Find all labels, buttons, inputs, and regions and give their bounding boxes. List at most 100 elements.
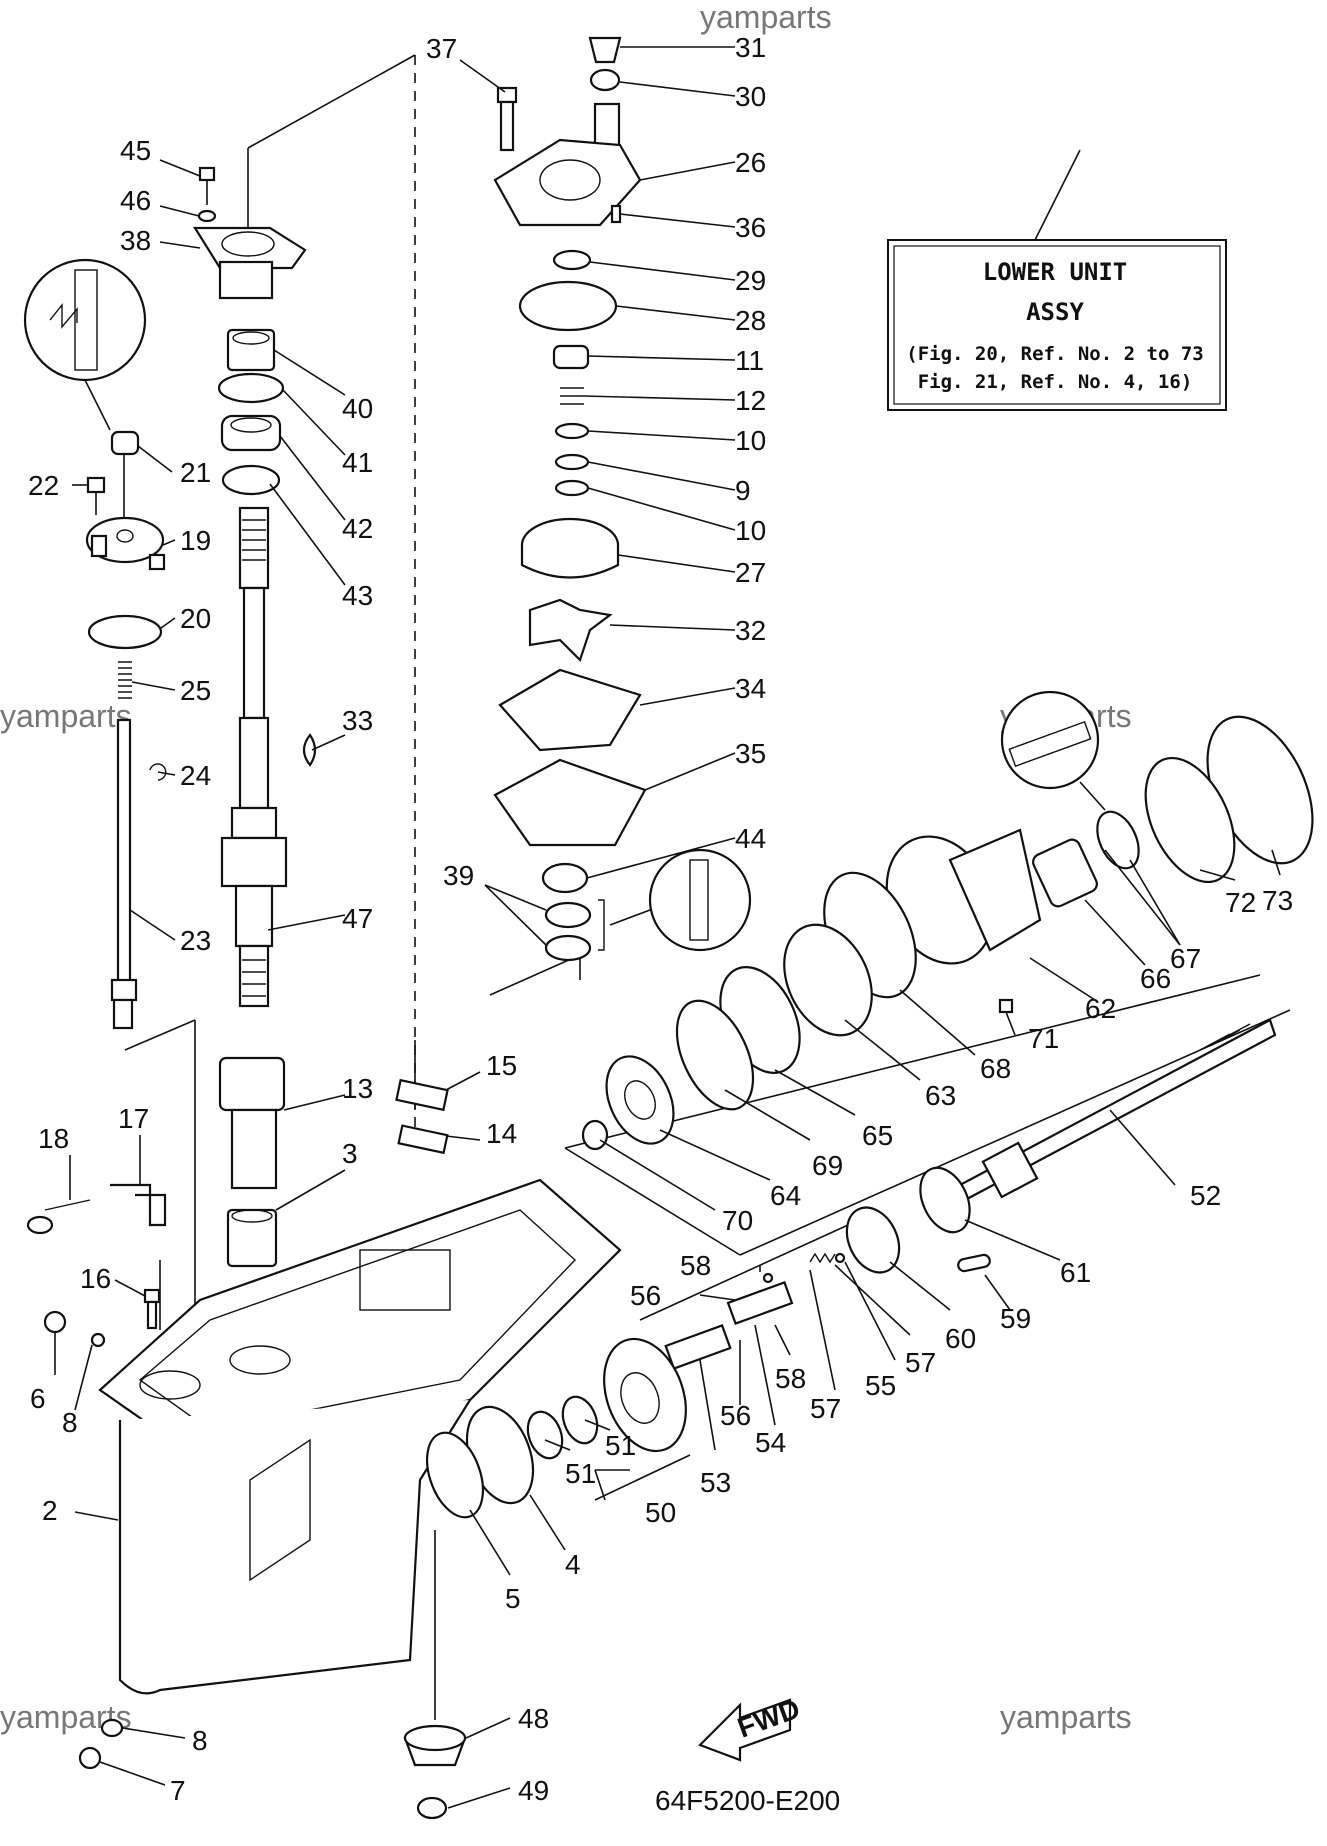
part-2-lower-case (98, 1178, 622, 1695)
callout-label: 73 (1262, 885, 1293, 916)
callout-label: 30 (735, 81, 766, 112)
callout-label: 51 (605, 1430, 636, 1461)
callout-label: 58 (775, 1363, 806, 1394)
part-38-housing (193, 226, 307, 300)
part-33-key (302, 733, 317, 767)
part-27-impeller-housing (520, 517, 620, 579)
detail-circle-upper-right (1000, 690, 1106, 811)
part-41-washer (217, 372, 285, 404)
part-30-collar (589, 68, 621, 92)
part-36-pin (610, 204, 622, 224)
part-3-bushing (226, 1208, 278, 1268)
part-60-dog-clutch (845, 1206, 901, 1274)
part-24-clip (149, 763, 167, 781)
part-23-shift-rod (110, 718, 138, 1030)
part-10-washer (554, 422, 590, 440)
callout-label: 20 (180, 603, 211, 634)
part-42-seal (220, 414, 282, 452)
callout-label: 11 (735, 345, 764, 376)
callout-label: 50 (645, 1497, 676, 1528)
part-54-shift-plunger (726, 1280, 794, 1326)
part-58-ball (762, 1272, 774, 1284)
callout-label: 67 (1170, 943, 1201, 974)
part-6-plug (43, 1310, 67, 1334)
callout-label: 16 (80, 1263, 111, 1294)
part-19-bracket (85, 516, 166, 571)
callout-label: 52 (1190, 1180, 1221, 1211)
callout-label: 69 (812, 1150, 843, 1181)
callout-label: 47 (342, 903, 373, 934)
part-11-seal (552, 344, 590, 370)
part-18-screw (26, 1199, 91, 1235)
part-61-spring (919, 1166, 971, 1234)
part-55-spring (809, 1252, 836, 1264)
part-16-bolt (143, 1288, 161, 1330)
part-62-bearing-housing (885, 828, 1042, 965)
callout-label: 39 (443, 860, 474, 891)
callout-label: 4 (565, 1549, 581, 1580)
callout-label: 21 (180, 457, 211, 488)
callout-label: 27 (735, 557, 766, 588)
callout-label: 15 (486, 1050, 517, 1081)
drawing-code: 64F5200-E200 (655, 1785, 840, 1816)
part-40-bearing (226, 328, 276, 372)
part-32-impeller (528, 598, 613, 663)
detail-circle-right-middle (609, 848, 752, 952)
part-69-washer (675, 999, 755, 1111)
part-48-pinion (403, 1724, 467, 1767)
callout-numbers: 37 31 30 26 36 29 28 11 12 10 9 10 27 32… (28, 32, 1293, 1806)
callout-label: 43 (342, 580, 373, 611)
callout-label: 70 (722, 1205, 753, 1236)
callout-label: 6 (30, 1383, 46, 1414)
callout-label: 53 (700, 1467, 731, 1498)
callout-label: 14 (486, 1118, 517, 1149)
part-12-spring (560, 387, 584, 405)
callout-label: 25 (180, 675, 211, 706)
callout-label: 59 (1000, 1303, 1031, 1334)
watermark: yamparts (700, 0, 832, 35)
part-22-bolt (86, 476, 106, 515)
callout-label: 7 (170, 1775, 186, 1806)
part-5-shim (426, 1431, 484, 1519)
callout-label: 57 (905, 1347, 936, 1378)
callout-label: 71 (1028, 1023, 1059, 1054)
callout-label: 41 (342, 447, 373, 478)
callout-label: 8 (192, 1725, 208, 1756)
callout-label: 23 (180, 925, 211, 956)
watermark: yamparts (1000, 1699, 1132, 1735)
callout-label: 32 (735, 615, 766, 646)
callout-label: 22 (28, 470, 59, 501)
part-44-seal (541, 862, 589, 894)
part-45-bolt (198, 166, 216, 205)
part-53-slider (664, 1324, 732, 1370)
callout-label: 18 (38, 1123, 69, 1154)
part-29-o-ring (552, 249, 592, 271)
part-51-bearing-outer (561, 1395, 599, 1445)
callout-label: 28 (735, 305, 766, 336)
callout-label: 56 (720, 1400, 751, 1431)
callout-label: 5 (505, 1583, 521, 1614)
callout-label: 66 (1140, 963, 1171, 994)
callout-label: 35 (735, 738, 766, 769)
callout-label: 36 (735, 212, 766, 243)
callout-label: 56 (630, 1280, 661, 1311)
callout-label: 68 (980, 1053, 1011, 1084)
part-20-o-ring (87, 614, 163, 650)
assembly-subtitle: ASSY (1026, 298, 1084, 326)
callout-label: 46 (120, 185, 151, 216)
part-70-circlip (581, 1119, 609, 1151)
assembly-title: LOWER UNIT (983, 258, 1128, 286)
part-25-spring (118, 661, 132, 699)
callout-label: 38 (120, 225, 151, 256)
forward-arrow-icon: FWD (698, 1693, 804, 1762)
part-39-oil-seals (544, 899, 605, 962)
callout-label: 10 (735, 425, 766, 456)
callout-label: 63 (925, 1080, 956, 1111)
callout-label: 60 (945, 1323, 976, 1354)
part-31-grommet (588, 36, 622, 64)
callout-label: 48 (518, 1703, 549, 1734)
part-17-hose (110, 1183, 167, 1227)
callout-label: 64 (770, 1180, 801, 1211)
part-52-propeller-shaft (958, 1018, 1277, 1202)
callout-label: 62 (1085, 993, 1116, 1024)
